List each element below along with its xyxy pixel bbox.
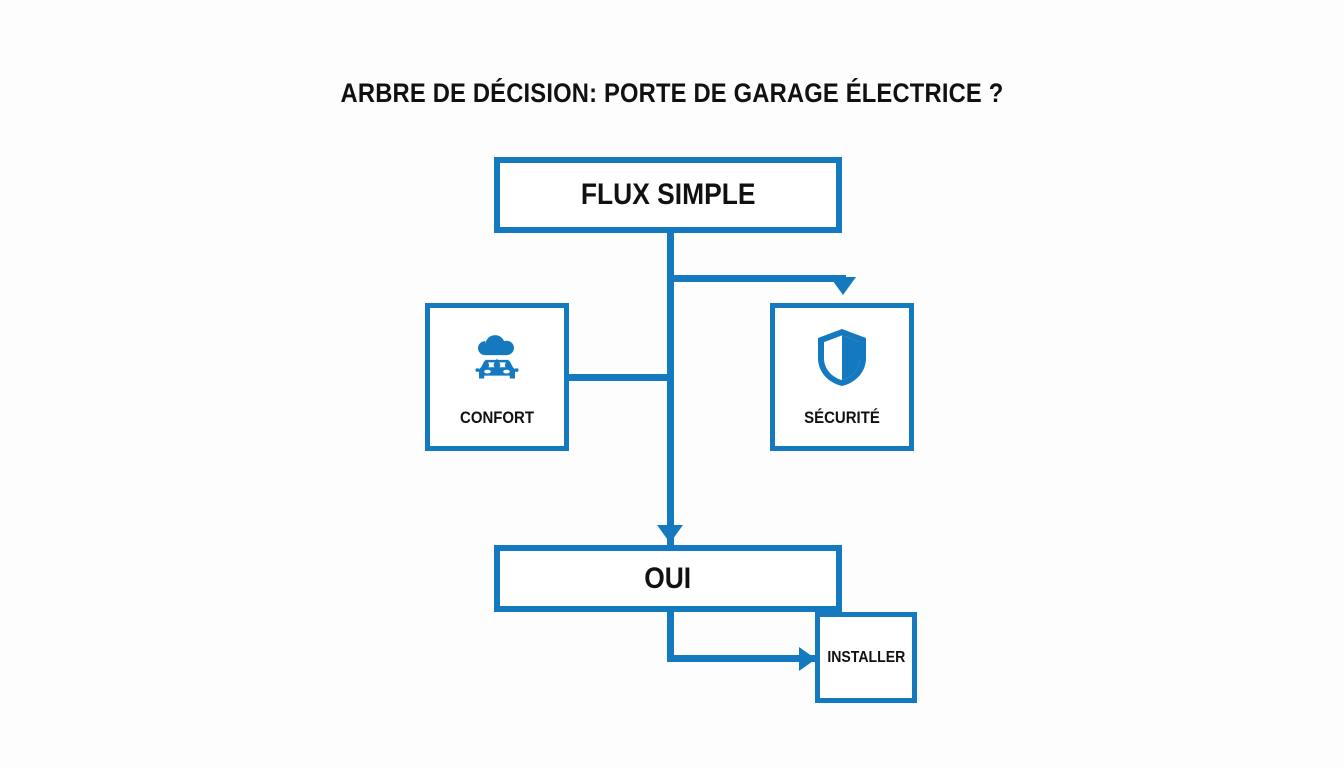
node-confort-label: CONFORT xyxy=(460,408,534,427)
arrowhead-to-installer-icon xyxy=(799,647,816,671)
node-installer-label: INSTALLER xyxy=(827,648,905,666)
rain-cloud-car-icon xyxy=(464,324,530,390)
connector-root-to-confort xyxy=(565,374,670,381)
node-securite-label: SÉCURITÉ xyxy=(804,408,880,427)
arrowhead-to-securite-icon xyxy=(830,277,856,295)
arrowhead-to-yes-icon xyxy=(657,525,683,543)
node-flux-simple[interactable]: FLUX SIMPLE xyxy=(494,157,842,233)
connector-root-to-securite xyxy=(667,275,846,282)
page-title: ARBRE DE DÉCISION: PORTE DE GARAGE ÉLECT… xyxy=(340,78,1004,108)
node-oui-label: OUI xyxy=(644,561,692,595)
node-installer[interactable]: INSTALLER xyxy=(815,612,917,703)
node-flux-simple-label: FLUX SIMPLE xyxy=(580,178,756,211)
connector-yes-to-installer-horizontal xyxy=(667,655,815,662)
node-securite[interactable]: SÉCURITÉ xyxy=(770,303,914,451)
node-confort[interactable]: CONFORT xyxy=(425,303,569,451)
connector-root-trunk xyxy=(667,233,674,545)
node-oui[interactable]: OUI xyxy=(494,545,842,612)
connector-yes-to-installer-vertical xyxy=(667,612,674,662)
shield-icon xyxy=(809,324,875,390)
